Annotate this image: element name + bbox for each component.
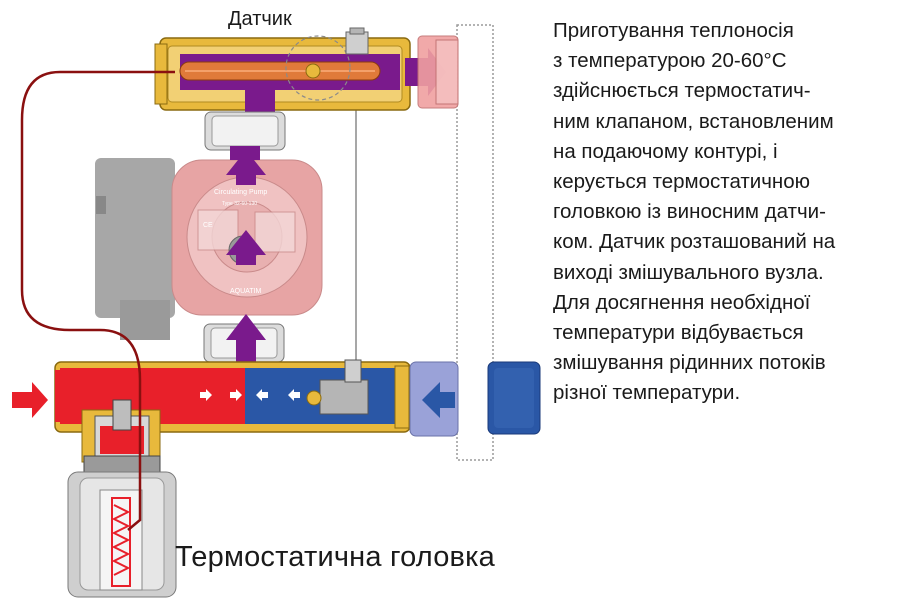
- description-line: змішування рідинних потоків: [553, 351, 826, 375]
- pump-flow-arrow-upper: [226, 150, 266, 185]
- circulating-pump: Circulating Pump Type 32-60-130 AQUATIM …: [95, 150, 323, 340]
- description-line: ком. Датчик розташований на: [553, 230, 836, 254]
- upper-union-nut: [204, 111, 286, 160]
- description-line: головкою із виносним датчи-: [553, 200, 826, 224]
- top-manifold: [154, 27, 446, 118]
- description-line: температури відбувається: [553, 321, 804, 345]
- description-line: різної температури.: [553, 381, 741, 405]
- return-flow-arrow: [422, 382, 455, 418]
- description-line: Приготування теплоносія: [553, 19, 794, 42]
- thermostatic-head: [67, 471, 177, 598]
- description-line: Для досягнення необхідної: [553, 290, 811, 314]
- description-line: на подаючому контурі, і: [553, 139, 778, 163]
- pump-flow-arrow-middle: [226, 230, 266, 265]
- description-line: виході змішувального вузла.: [553, 260, 824, 284]
- inlet-flow-arrow: [12, 382, 48, 418]
- thermostatic-valve: [81, 399, 161, 473]
- description-line: керується термостатичною: [553, 170, 811, 194]
- sensor-label: Датчик: [228, 8, 292, 30]
- description-line: з температурою 20-60°С: [553, 49, 787, 73]
- description-line: здійснюється термостатич-: [553, 79, 811, 103]
- sensor-highlight-circle: [285, 35, 351, 101]
- description-text: Приготування теплоносія з температурою 2…: [553, 16, 898, 409]
- capillary-tube: [20, 70, 175, 531]
- description-line: ним клапаном, встановленим: [553, 109, 834, 133]
- pump-model: Type 32-60-130: [222, 201, 257, 207]
- pump-ce-mark: CE: [203, 222, 213, 229]
- dashed-outline: [456, 24, 494, 461]
- pump-brand: AQUATIM: [230, 288, 262, 295]
- lower-union-nut: [203, 314, 285, 368]
- thermostatic-head-label: Термостатична головка: [175, 541, 496, 573]
- pump-title: Circulating Pump: [214, 189, 267, 196]
